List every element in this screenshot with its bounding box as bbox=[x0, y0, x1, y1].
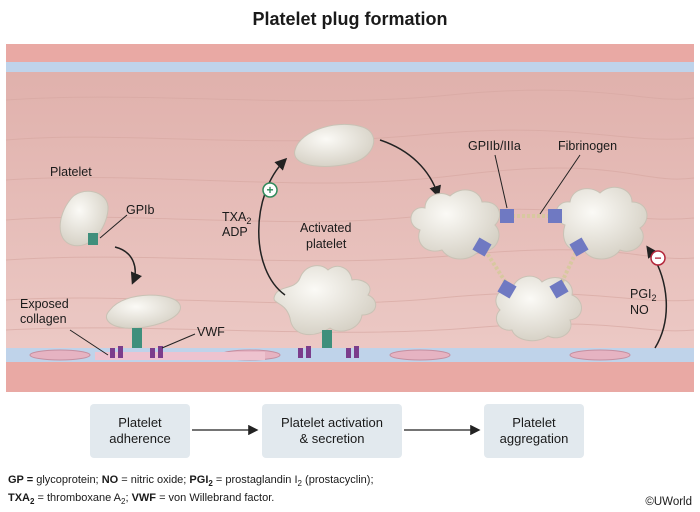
legend-line-2: TXA2 = thromboxane A2; VWF = von Willebr… bbox=[8, 492, 275, 507]
adhering-platelet bbox=[106, 294, 181, 329]
activated-platelet bbox=[273, 265, 377, 336]
gpib-receptor bbox=[88, 233, 98, 245]
activated-label-2: platelet bbox=[306, 237, 347, 251]
vessel-wall-top bbox=[6, 44, 694, 64]
platelet-label: Platelet bbox=[50, 165, 92, 179]
vwf-label: VWF bbox=[197, 325, 225, 339]
txa-label: TXA2 bbox=[222, 210, 251, 226]
gpiib-receptor-5 bbox=[569, 237, 589, 257]
gpib-anchor bbox=[132, 328, 142, 348]
gpib-label: GPIb bbox=[126, 203, 155, 217]
exposed-label: Exposed bbox=[20, 297, 69, 311]
gpiib-receptor-6 bbox=[549, 279, 569, 299]
inhibit-sign: − bbox=[654, 251, 661, 265]
endothelium-top bbox=[6, 62, 694, 72]
gpiib-receptor-2 bbox=[548, 209, 562, 223]
recruited-platelet bbox=[294, 124, 375, 167]
secretion-arrow bbox=[258, 157, 288, 296]
collagen-label: collagen bbox=[20, 312, 67, 326]
step-adherence: Platelet adherence bbox=[90, 404, 190, 458]
gpiib-receptor-3 bbox=[472, 237, 492, 257]
gpiib-receptor-4 bbox=[497, 279, 517, 299]
step-activation: Platelet activation & secretion bbox=[262, 404, 402, 458]
resting-platelet bbox=[59, 190, 109, 247]
collagen-pointer bbox=[69, 329, 109, 356]
vwf-pointer bbox=[161, 333, 196, 349]
vessel-wall-bottom bbox=[6, 362, 694, 392]
exposed-collagen-gap bbox=[95, 352, 265, 360]
gpib-pointer bbox=[99, 214, 128, 239]
no-label: NO bbox=[630, 303, 649, 317]
pgi-label: PGI2 bbox=[630, 287, 657, 303]
page-title: Platelet plug formation bbox=[252, 9, 448, 29]
adp-label: ADP bbox=[222, 225, 248, 239]
gpiib-receptor-1 bbox=[500, 209, 514, 223]
stimulate-icon bbox=[262, 182, 278, 198]
step-arrows bbox=[192, 424, 481, 436]
fibrinogen-label: Fibrinogen bbox=[558, 139, 617, 153]
fibrinogen-pointer bbox=[539, 154, 581, 215]
inhibit-icon bbox=[650, 250, 666, 266]
activated-label: Activated bbox=[300, 221, 351, 235]
copyright: ©UWorld bbox=[645, 496, 692, 508]
gp2b3a-label: GPIIb/IIIa bbox=[468, 139, 521, 153]
activated-gpib bbox=[322, 330, 332, 348]
gp2b3a-pointer bbox=[494, 154, 508, 209]
adhesion-arrow bbox=[114, 246, 142, 285]
stimulate-sign: + bbox=[266, 183, 273, 197]
vessel-diagram: GPIb Platelet Exposed collagen VWF Activ… bbox=[5, 44, 695, 392]
step-aggregation: Platelet aggregation bbox=[484, 404, 584, 458]
legend-line-1: GP = glycoprotein; NO = nitric oxide; PG… bbox=[8, 474, 374, 489]
recruit-arrow bbox=[379, 139, 441, 198]
